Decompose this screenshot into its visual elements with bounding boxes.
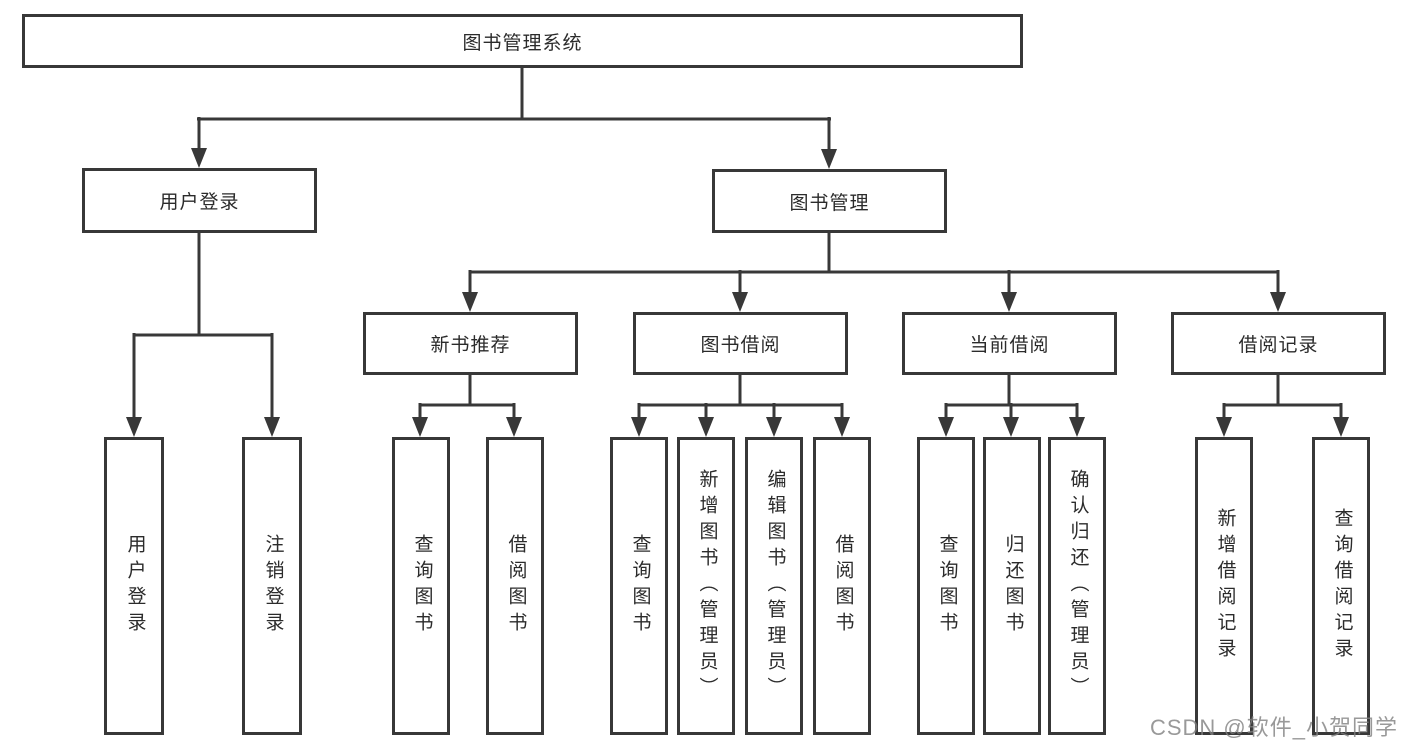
- node-label: 新增借阅记录: [1214, 508, 1236, 664]
- node-system-root: 图书管理系统: [22, 14, 1023, 68]
- node-label: 确认归还（管理员）: [1067, 469, 1089, 703]
- leaf-borrow-books: 借阅图书: [486, 437, 544, 735]
- node-label: 当前借阅: [969, 335, 1050, 356]
- node-label: 借阅图书: [832, 534, 854, 638]
- node-book-management: 图书管理: [712, 169, 947, 233]
- node-user-login: 用户登录: [82, 168, 317, 233]
- leaf-query-books: 查询图书: [610, 437, 668, 735]
- node-label: 查询图书: [936, 534, 958, 638]
- node-label: 借阅记录: [1238, 335, 1319, 356]
- node-label: 查询图书: [629, 534, 651, 638]
- leaf-query-books: 查询图书: [392, 437, 450, 735]
- node-label: 归还图书: [1002, 534, 1024, 638]
- node-label: 借阅图书: [505, 534, 527, 638]
- leaf-user-login: 用户登录: [104, 437, 164, 735]
- node-label: 图书管理: [789, 192, 870, 214]
- node-label: 图书管理系统: [462, 32, 583, 54]
- node-label: 新增图书（管理员）: [696, 469, 718, 703]
- leaf-query-borrow-record: 查询借阅记录: [1312, 437, 1370, 735]
- leaf-confirm-return-admin: 确认归还（管理员）: [1048, 437, 1106, 735]
- node-borrowing-records: 借阅记录: [1171, 312, 1386, 375]
- node-book-borrowing: 图书借阅: [633, 312, 848, 375]
- node-label: 用户登录: [124, 534, 146, 638]
- node-new-book-recommendation: 新书推荐: [363, 312, 578, 375]
- leaf-return-books: 归还图书: [983, 437, 1041, 735]
- node-current-borrowing: 当前借阅: [902, 312, 1117, 375]
- node-label: 用户登录: [159, 192, 240, 213]
- leaf-edit-books-admin: 编辑图书（管理员）: [745, 437, 803, 735]
- leaf-borrow-books: 借阅图书: [813, 437, 871, 735]
- leaf-add-borrow-record: 新增借阅记录: [1195, 437, 1253, 735]
- leaf-query-books: 查询图书: [917, 437, 975, 735]
- node-label: 查询借阅记录: [1331, 508, 1353, 664]
- csdn-watermark: CSDN @软件_小贺同学: [1149, 715, 1398, 740]
- node-label: 编辑图书（管理员）: [764, 469, 786, 703]
- leaf-logout: 注销登录: [242, 437, 302, 735]
- node-label: 查询图书: [411, 534, 433, 638]
- node-label: 图书借阅: [700, 335, 781, 356]
- node-label: 注销登录: [262, 534, 284, 638]
- leaf-add-books-admin: 新增图书（管理员）: [677, 437, 735, 735]
- node-label: 新书推荐: [430, 335, 511, 356]
